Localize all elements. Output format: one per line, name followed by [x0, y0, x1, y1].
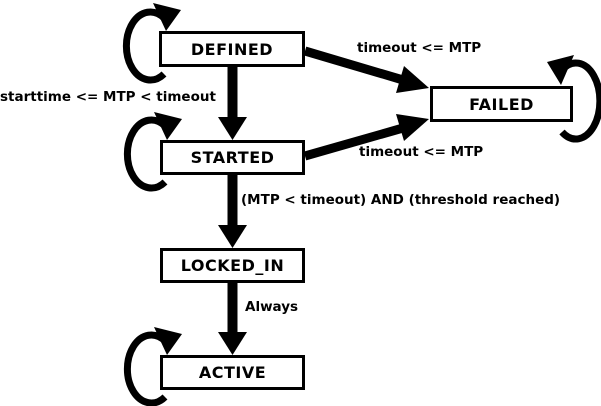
state-node-failed: FAILED — [430, 86, 573, 122]
transition-locked-in-to-active-arrow — [218, 283, 247, 355]
transition-defined-to-started-arrow — [218, 67, 247, 140]
transition-label-defined-to-started: starttime <= MTP < timeout — [0, 89, 216, 105]
state-node-active: ACTIVE — [160, 355, 305, 390]
self-loop-failed-icon — [547, 55, 601, 143]
self-loop-failed-arc — [559, 59, 601, 143]
transition-started-to-failed-arrowhead-icon — [396, 114, 429, 141]
transition-label-locked-in-to-active: Always — [245, 299, 299, 315]
transition-defined-to-failed-arrowhead-icon — [396, 66, 429, 93]
state-node-defined: DEFINED — [159, 31, 305, 67]
self-loop-started-arc — [123, 116, 168, 192]
self-loop-defined-arrowhead-icon — [153, 3, 181, 31]
self-loop-active-arrowhead-icon — [154, 327, 182, 355]
transition-defined-to-failed-arrow — [303, 46, 429, 93]
transition-started-to-failed-shaft — [303, 123, 405, 161]
transition-started-to-locked-in-arrow — [218, 175, 247, 248]
self-loop-defined-icon — [122, 3, 181, 84]
state-node-started: STARTED — [160, 140, 305, 175]
self-loop-failed-arrowhead-icon — [547, 55, 574, 85]
transition-defined-to-started-arrowhead-icon — [218, 117, 247, 140]
self-loop-started-arrowhead-icon — [154, 112, 182, 140]
self-loop-defined-arc — [122, 8, 167, 84]
transition-label-started-to-locked-in: (MTP < timeout) AND (threshold reached) — [241, 192, 561, 208]
transition-locked-in-to-active-arrowhead-icon — [218, 332, 247, 355]
transition-defined-to-failed-shaft — [303, 46, 405, 85]
state-node-locked-in: LOCKED_IN — [160, 248, 305, 283]
transition-label-started-to-failed: timeout <= MTP — [359, 144, 484, 160]
transition-started-to-failed-arrow — [303, 114, 429, 161]
transition-label-defined-to-failed: timeout <= MTP — [357, 40, 482, 56]
self-loop-active-icon — [123, 327, 182, 406]
self-loop-active-arc — [123, 331, 168, 406]
self-loop-started-icon — [123, 112, 182, 192]
transition-started-to-locked-in-arrowhead-icon — [218, 225, 247, 248]
